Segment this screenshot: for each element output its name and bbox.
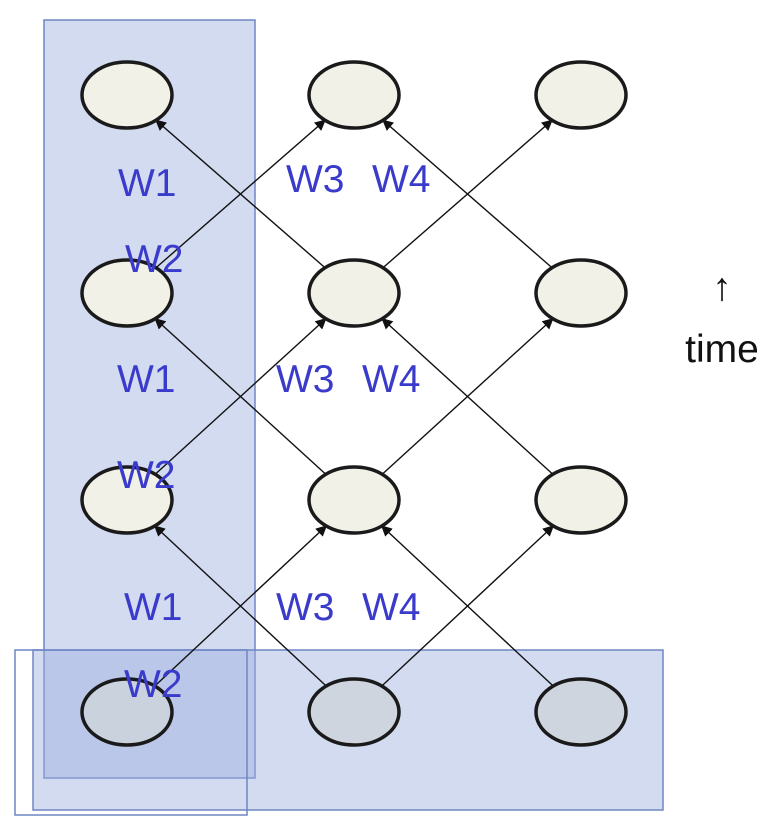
weight-label-w1-band1: W1 <box>117 358 176 401</box>
node-hidden-r0-c2 <box>534 60 628 130</box>
edge-w1-row2 <box>154 317 327 475</box>
weight-label-w4-band1: W4 <box>362 358 421 401</box>
highlight-first-column <box>43 19 256 779</box>
weight-label-w1-band0: W1 <box>118 162 177 205</box>
weight-label-w4-band0: W4 <box>372 158 431 201</box>
edge-w3-row1 <box>382 119 553 269</box>
weight-label-w3-band2: W3 <box>276 586 335 629</box>
nodes-group <box>80 60 628 747</box>
node-input-r3-c0 <box>80 677 174 747</box>
weight-label-w4-band2: W4 <box>362 586 421 629</box>
node-hidden-r2-c1 <box>307 465 401 535</box>
edge-w3-row3 <box>380 525 554 687</box>
time-label: time <box>685 328 759 371</box>
node-hidden-r0-c1 <box>307 60 401 130</box>
highlight-corner-frame <box>14 649 248 816</box>
weight-label-w1-band2: W1 <box>124 586 183 629</box>
edges-group <box>153 119 555 687</box>
weight-label-w2-band1: W2 <box>117 454 176 497</box>
edge-w1-row1 <box>155 119 326 269</box>
time-arrow: ↑ <box>712 266 732 309</box>
node-hidden-r0-c0 <box>80 60 174 130</box>
node-hidden-r2-c0 <box>80 465 174 535</box>
edge-w1-row3 <box>153 525 327 687</box>
edge-w3-row2 <box>381 317 554 475</box>
weight-label-w2-band2: W2 <box>124 663 183 706</box>
node-hidden-r1-c0 <box>80 258 174 328</box>
weight-label-w3-band1: W3 <box>276 358 335 401</box>
node-hidden-r1-c1 <box>307 258 401 328</box>
node-hidden-r1-c2 <box>534 258 628 328</box>
node-input-r3-c1 <box>307 677 401 747</box>
node-hidden-r2-c2 <box>534 465 628 535</box>
weight-label-w2-band0: W2 <box>125 238 184 281</box>
weight-label-w3-band0: W3 <box>286 158 345 201</box>
node-input-r3-c2 <box>534 677 628 747</box>
